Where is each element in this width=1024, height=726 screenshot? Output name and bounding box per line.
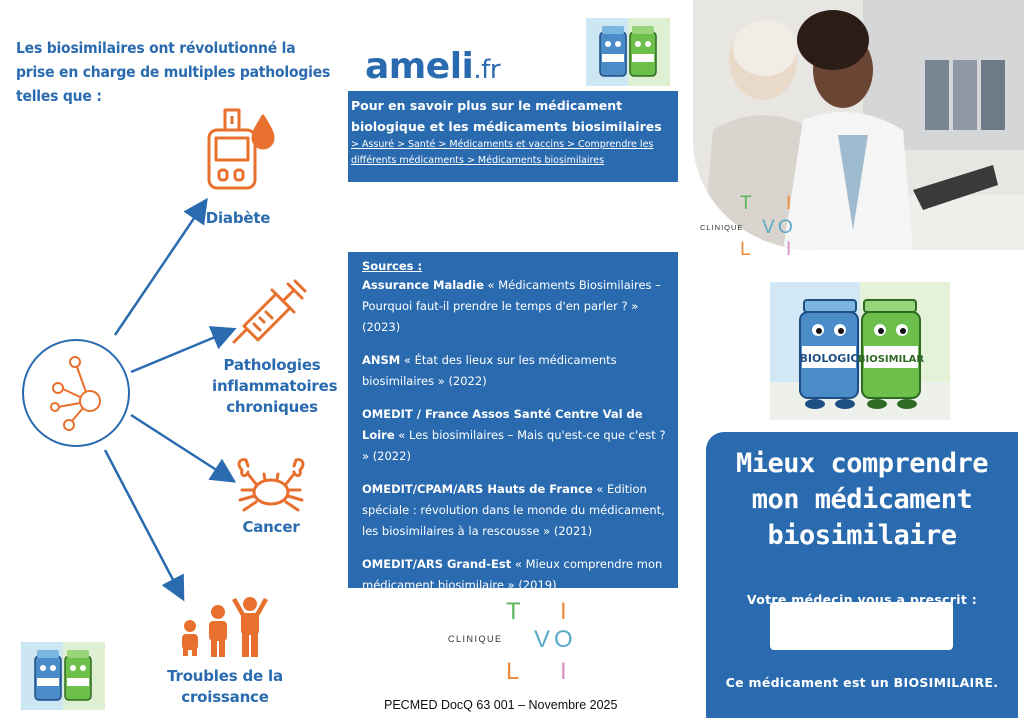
mascots-large-image: BIOLOGIC BIOSIMILAR — [770, 282, 950, 420]
ameli-logo[interactable]: ameli.fr — [365, 46, 501, 87]
arrow-cancer — [130, 413, 237, 483]
cover-title: Mieux comprendre mon médicament biosimil… — [735, 448, 989, 551]
syringe-icon — [232, 279, 307, 344]
category-label-cancer: Cancer — [242, 518, 300, 536]
category-label-pathologies: Pathologies inflammatoires chroniques — [212, 356, 338, 416]
source-item: OMEDIT/CPAM/ARS Hauts de France « Editio… — [362, 482, 665, 538]
category-label-croissance: Troubles de la croissance — [167, 667, 283, 706]
source-item: OMEDIT / France Assos Santé Centre Val d… — [362, 407, 666, 463]
cover-box: Mieux comprendre mon médicament biosimil… — [706, 432, 1018, 718]
biosimilar-statement: Ce médicament est un BIOSIMILAIRE. — [725, 675, 999, 690]
molecule-icon — [50, 356, 101, 431]
svg-text:BIOLOGIC: BIOLOGIC — [800, 352, 859, 365]
arrow-croissance — [103, 449, 185, 602]
intro-text: Les biosimilaires ont révolutionné la pr… — [16, 39, 331, 105]
svg-text:BIOSIMILAR: BIOSIMILAR — [858, 354, 925, 365]
glucometer-icon — [207, 108, 275, 190]
footer-reference: PECMED DocQ 63 001 – Novembre 2025 — [384, 698, 618, 712]
arrow-pathologies — [130, 326, 237, 374]
clinique-tivoli-logo-bottom: T I CLINIQUE V O L I — [448, 598, 573, 685]
source-item: Assurance Maladie « Médicaments Biosimil… — [362, 278, 661, 334]
family-growth-icon — [182, 597, 268, 657]
mascots-small-image — [21, 642, 105, 710]
doctor-patient-photo — [693, 0, 1024, 250]
sources-box: Sources : Assurance Maladie « Médicament… — [348, 252, 678, 592]
category-label-diabete: Diabète — [205, 209, 271, 227]
arrows-diagram — [103, 197, 237, 602]
clinique-tivoli-logo-top: T I CLINIQUE V O L I — [700, 193, 793, 260]
info-link[interactable]: > Assuré > Santé > Médicaments et vaccin… — [351, 139, 654, 166]
info-heading: Pour en savoir plus sur le médicament bi… — [351, 98, 662, 134]
molecule-hub — [22, 339, 130, 447]
crab-icon — [237, 458, 305, 512]
source-item: ANSM « État des lieux sur les médicament… — [362, 353, 617, 388]
prescription-field[interactable] — [770, 602, 953, 650]
mascots-top-image — [586, 18, 670, 86]
source-item: OMEDIT/ARS Grand-Est « Mieux comprendre … — [362, 557, 663, 592]
arrow-diabete — [113, 197, 208, 336]
info-box: Pour en savoir plus sur le médicament bi… — [348, 91, 678, 182]
sources-title: Sources : — [362, 259, 423, 273]
